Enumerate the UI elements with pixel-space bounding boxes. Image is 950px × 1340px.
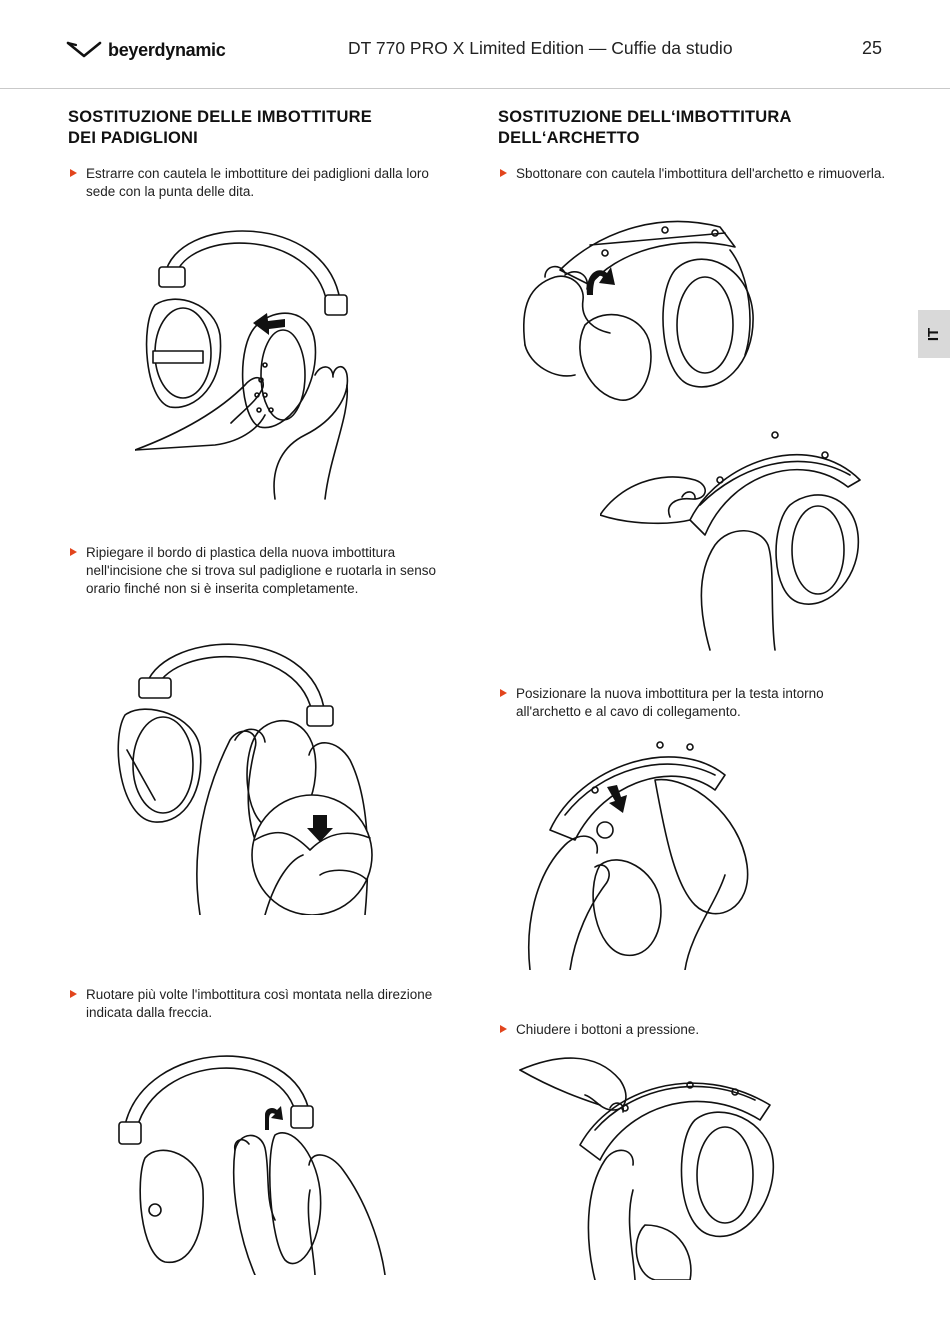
logo-wordmark: beyerdynamic <box>108 39 226 60</box>
brand-logo: beyerdynamic <box>66 36 226 64</box>
left-step-3: Ruotare più volte l'imbottitura così mon… <box>67 986 446 1022</box>
right-step-1: Sbottonare con cautela l'imbottitura del… <box>497 165 886 183</box>
illustration-rotate-ear-pad <box>115 1040 390 1275</box>
right-step-3: Chiudere i bottoni a pressione. <box>497 1021 886 1039</box>
right-section-title-line2: DELL‘ARCHETTO <box>498 129 640 147</box>
page-header: beyerdynamic DT 770 PRO X Limited Editio… <box>0 0 950 89</box>
left-step-1: Estrarre con cautela le imbottiture dei … <box>67 165 446 201</box>
left-section-title: SOSTITUZIONE DELLE IMBOTTITURE DEI PADIG… <box>68 107 372 149</box>
illustration-unbutton-headband <box>515 205 770 425</box>
left-section-title-line2: DEI PADIGLIONI <box>68 129 198 147</box>
illustration-insert-ear-pad <box>115 630 380 915</box>
right-section-title-line1: SOSTITUZIONE DELL‘IMBOTTITURA <box>498 108 792 126</box>
illustration-remove-headband-pad <box>600 425 870 655</box>
right-step-1-text: Sbottonare con cautela l'imbottitura del… <box>516 166 886 181</box>
illustration-position-headband-pad <box>525 735 755 970</box>
illustration-close-buttons <box>515 1050 785 1280</box>
language-tab-label: IT <box>925 327 943 341</box>
left-step-3-text: Ruotare più volte l'imbottitura così mon… <box>86 987 433 1020</box>
right-step-2: Posizionare la nuova imbottitura per la … <box>497 685 891 721</box>
right-section-title: SOSTITUZIONE DELL‘IMBOTTITURA DELL‘ARCHE… <box>498 107 792 149</box>
left-section-title-line1: SOSTITUZIONE DELLE IMBOTTITURE <box>68 108 372 126</box>
document-title: DT 770 PRO X Limited Edition — Cuffie da… <box>348 38 733 58</box>
left-step-2-text: Ripiegare il bordo di plastica della nuo… <box>86 545 437 596</box>
triangle-bullet-icon <box>70 990 77 998</box>
language-tab: IT <box>918 310 950 358</box>
left-step-2: Ripiegare il bordo di plastica della nuo… <box>67 544 456 598</box>
right-step-3-text: Chiudere i bottoni a pressione. <box>516 1022 700 1037</box>
left-step-1-text: Estrarre con cautela le imbottiture dei … <box>86 166 429 199</box>
illustration-remove-ear-pad <box>135 215 365 500</box>
triangle-bullet-icon <box>70 169 77 177</box>
triangle-bullet-icon <box>500 689 507 697</box>
right-step-2-text: Posizionare la nuova imbottitura per la … <box>516 686 824 719</box>
page-number: 25 <box>862 38 883 58</box>
triangle-bullet-icon <box>500 169 507 177</box>
triangle-bullet-icon <box>500 1025 507 1033</box>
triangle-bullet-icon <box>70 548 77 556</box>
beyerdynamic-logo-icon <box>66 41 102 58</box>
